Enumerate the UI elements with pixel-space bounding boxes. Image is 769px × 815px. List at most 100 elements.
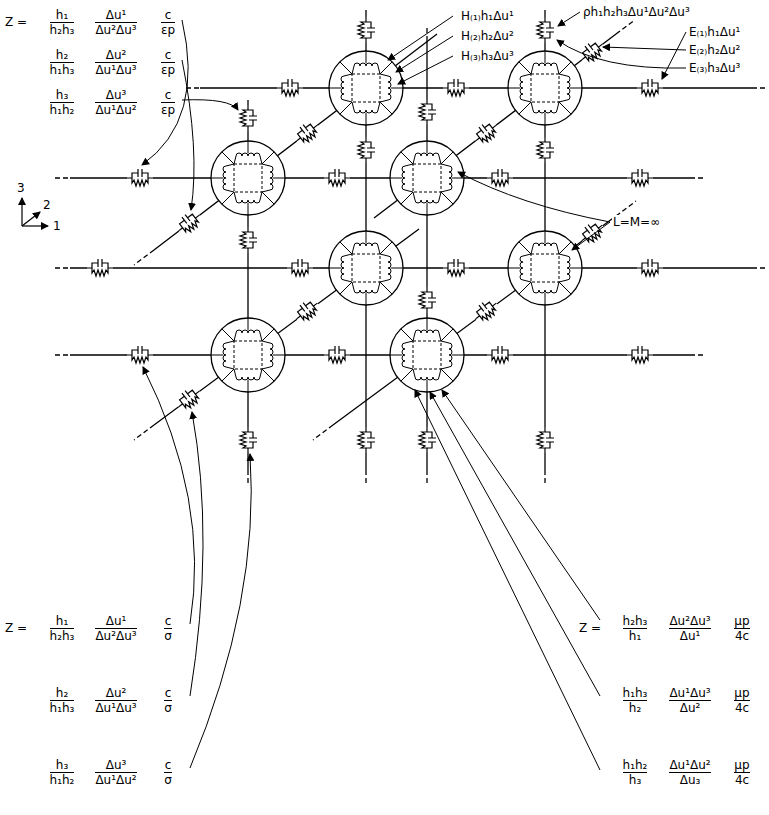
denominator: Δu²Δu³ xyxy=(95,629,136,643)
wires xyxy=(70,10,752,470)
fraction-bar xyxy=(50,62,75,63)
numerator: h₂ xyxy=(56,48,68,62)
fraction: h₁h₂h₃ xyxy=(48,8,77,37)
fraction-bar xyxy=(669,700,710,701)
fraction-bar xyxy=(623,772,648,773)
numerator: c xyxy=(165,614,172,628)
numerator: c xyxy=(165,48,172,62)
formula-label: H₍₃₎h₃Δu³ xyxy=(460,49,515,64)
fraction: cσ xyxy=(162,686,174,715)
fraction-bar xyxy=(50,700,75,701)
denominator: h₃ xyxy=(629,773,641,787)
fraction-bar xyxy=(161,22,175,23)
fraction-bar xyxy=(50,22,75,23)
fraction-bar xyxy=(669,628,710,629)
fraction-bar xyxy=(164,628,172,629)
fraction: cεp xyxy=(159,48,177,77)
fraction: Δu³Δu¹Δu² xyxy=(93,758,138,787)
fraction: h₁h₂h₃ xyxy=(48,614,77,643)
fraction: μp4c xyxy=(732,614,751,643)
formula-label: 2 xyxy=(42,198,52,213)
numerator: c xyxy=(165,758,172,772)
rc-elements xyxy=(87,17,663,453)
numerator: Δu²Δu³ xyxy=(669,614,710,628)
fraction: cεp xyxy=(159,88,177,117)
fraction: h₁h₃h₂ xyxy=(621,686,650,715)
denominator: h₂ xyxy=(629,701,641,715)
numerator: c xyxy=(165,88,172,102)
fraction: μp4c xyxy=(732,686,751,715)
denominator: h₁h₂ xyxy=(50,103,75,117)
numerator: Δu² xyxy=(106,48,127,62)
fraction: cσ xyxy=(162,614,174,643)
denominator: 4c xyxy=(735,773,749,787)
fraction: h₂h₁h₃ xyxy=(48,48,77,77)
numerator: μp xyxy=(734,686,749,700)
numerator: h₁h₃ xyxy=(623,686,648,700)
fraction: cεp xyxy=(159,8,177,37)
denominator: 4c xyxy=(735,701,749,715)
fraction-bar xyxy=(161,62,175,63)
fraction-bar xyxy=(734,628,749,629)
fraction: cσ xyxy=(162,758,174,787)
formula-label: 1 xyxy=(52,219,62,234)
fraction: Δu¹Δu²Δu³ xyxy=(93,8,138,37)
fraction-bar xyxy=(50,102,75,103)
fraction-bar xyxy=(734,700,749,701)
fraction-bar xyxy=(50,628,75,629)
denominator: h₁ xyxy=(629,629,641,643)
fraction: h₂h₃h₁ xyxy=(621,614,650,643)
formula-label: H₍₁₎h₁Δu¹ xyxy=(460,9,515,24)
numerator: Δu¹Δu³ xyxy=(669,686,710,700)
fraction-bar xyxy=(669,772,710,773)
fraction: Δu¹Δu²Δu₃ xyxy=(667,758,712,787)
fraction-bar xyxy=(623,700,648,701)
denominator: σ xyxy=(164,629,172,643)
numerator: h₁h₂ xyxy=(623,758,648,772)
formula-label: E₍₂₎h₂Δu² xyxy=(688,43,741,58)
leader-lines xyxy=(142,12,686,770)
numerator: h₂h₃ xyxy=(623,614,648,628)
fraction-bar xyxy=(161,102,175,103)
denominator: 4c xyxy=(735,629,749,643)
formula-label: L=M=∞ xyxy=(612,215,661,230)
fraction-bar xyxy=(95,700,136,701)
denominator: Δu¹Δu² xyxy=(95,773,136,787)
denominator: σ xyxy=(164,773,172,787)
fraction: Δu¹Δu²Δu³ xyxy=(93,614,138,643)
denominator: Δu² xyxy=(680,701,701,715)
fraction: h₁h₂h₃ xyxy=(621,758,650,787)
denominator: εp xyxy=(161,23,175,37)
numerator: Δu³ xyxy=(106,758,127,772)
formula-label: Z = xyxy=(578,621,602,636)
formula-label: ρh₁h₂h₃Δu¹Δu²Δu³ xyxy=(582,5,691,20)
numerator: h₃ xyxy=(56,88,68,102)
numerator: h₂ xyxy=(56,686,68,700)
fraction-bar xyxy=(623,628,648,629)
fraction-bar xyxy=(734,772,749,773)
fraction: h₃h₁h₂ xyxy=(48,758,77,787)
fraction-bar xyxy=(95,22,136,23)
denominator: Δu²Δu³ xyxy=(95,23,136,37)
denominator: h₁h₃ xyxy=(50,63,75,77)
dashed-wire-ends xyxy=(55,19,766,484)
denominator: h₂h₃ xyxy=(50,23,75,37)
fraction-bar xyxy=(95,102,136,103)
fraction: Δu²Δu¹Δu³ xyxy=(93,686,138,715)
fraction: Δu³Δu¹Δu² xyxy=(93,88,138,117)
numerator: Δu³ xyxy=(106,88,127,102)
fraction-bar xyxy=(50,772,75,773)
fraction-bar xyxy=(95,628,136,629)
formula-label: Z = xyxy=(4,15,28,30)
formula-label: E₍₃₎h₃Δu³ xyxy=(688,61,741,76)
fraction: h₂h₁h₃ xyxy=(48,686,77,715)
denominator: εp xyxy=(161,103,175,117)
formula-label: 3 xyxy=(16,181,26,196)
denominator: Δu¹Δu³ xyxy=(95,701,136,715)
formula-label: Z = xyxy=(4,621,28,636)
numerator: c xyxy=(165,8,172,22)
fraction: Δu¹Δu³Δu² xyxy=(667,686,712,715)
denominator: σ xyxy=(164,701,172,715)
denominator: h₂h₃ xyxy=(50,629,75,643)
